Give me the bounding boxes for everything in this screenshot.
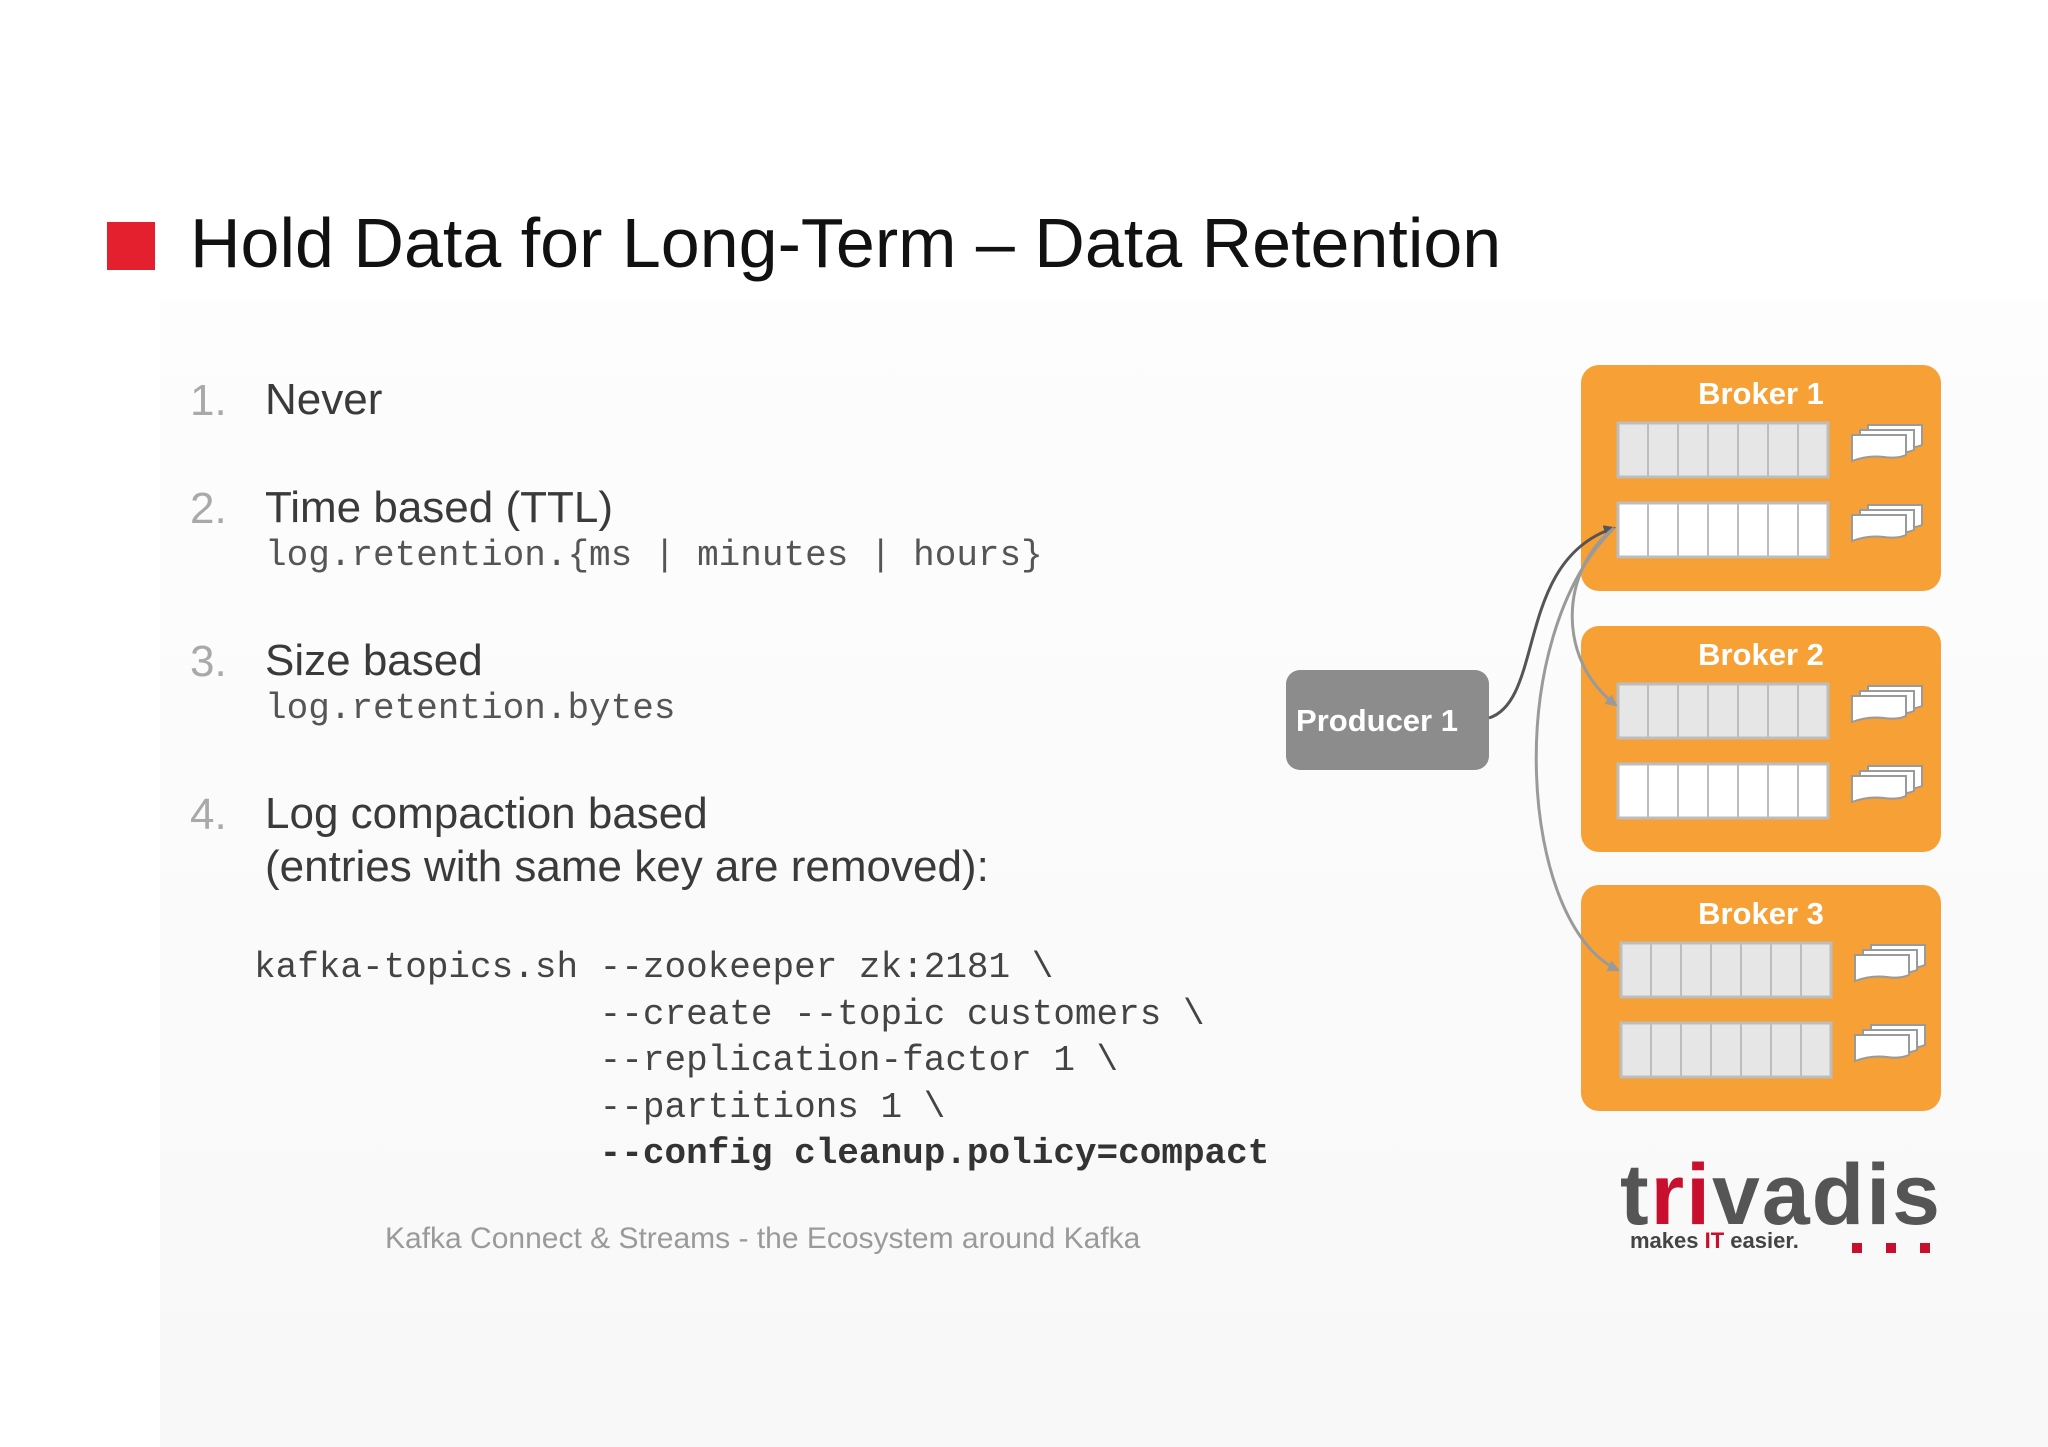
document-stack-icon (1851, 765, 1923, 804)
partition-log (1616, 421, 1830, 479)
list-label-continuation: (entries with same key are removed): (265, 842, 989, 891)
logo-letter-red: r (1650, 1147, 1687, 1243)
list-number: 3. (190, 637, 227, 686)
document-stack-icon (1854, 944, 1926, 983)
tagline-text: easier. (1724, 1228, 1799, 1253)
broker-label: Broker 3 (1698, 896, 1824, 931)
arrow-broker1-to-broker3 (1534, 526, 1620, 972)
broker-label: Broker 2 (1698, 637, 1824, 672)
partition-log (1616, 762, 1830, 820)
list-number: 2. (190, 484, 227, 533)
command-line: --partitions 1 \ (254, 1086, 946, 1128)
logo-dots (1852, 1240, 1954, 1258)
broker-box: Broker 2 (1581, 626, 1941, 852)
document-stack-icon (1851, 424, 1923, 463)
logo-word-rest: vadis (1712, 1147, 1942, 1243)
slide-title: Hold Data for Long-Term – Data Retention (190, 204, 1502, 282)
command-line: kafka-topics.sh --zookeeper zk:2181 \ (254, 947, 1054, 988)
list-number: 4. (190, 790, 227, 839)
list-number: 1. (190, 376, 227, 425)
broker-box: Broker 1 (1581, 365, 1941, 591)
list-label: Never (265, 375, 383, 424)
logo-letter: t (1620, 1147, 1651, 1243)
slide-footer: Kafka Connect & Streams - the Ecosystem … (385, 1222, 1141, 1255)
partition-log (1616, 501, 1830, 559)
tagline-it: IT (1704, 1228, 1725, 1253)
list-label: Size based (265, 636, 483, 685)
logo-letter-red: i (1686, 1147, 1713, 1243)
list-label: Time based (TTL) (265, 483, 614, 532)
config-code: log.retention.{ms | minutes | hours} (265, 535, 1043, 576)
command-line: --create --topic customers \ (254, 993, 1205, 1035)
producer-box: Producer 1 (1286, 670, 1489, 770)
document-stack-icon (1854, 1024, 1926, 1063)
tagline-text: makes (1630, 1228, 1705, 1253)
document-stack-icon (1851, 685, 1923, 724)
list-label: Log compaction based (265, 789, 708, 838)
command-block: kafka-topics.sh --zookeeper zk:2181 \ --… (254, 945, 1269, 1178)
command-line-config: --config cleanup.policy=compact (599, 1133, 1270, 1174)
logo-tagline: makes IT easier. (1630, 1228, 1799, 1254)
broker-label: Broker 1 (1698, 376, 1824, 411)
document-stack-icon (1851, 504, 1923, 543)
title-bullet (107, 222, 155, 270)
partition-log (1619, 1021, 1833, 1079)
config-code: log.retention.bytes (265, 688, 676, 729)
arrow-producer-to-broker1 (1488, 525, 1616, 720)
partition-log (1616, 682, 1830, 740)
broker-box: Broker 3 (1581, 885, 1941, 1111)
producer-label: Producer 1 (1296, 703, 1458, 738)
partition-log (1619, 941, 1833, 999)
trivadis-logo: trivadis (1620, 1145, 1942, 1245)
command-line: --replication-factor 1 \ (254, 1040, 1119, 1081)
